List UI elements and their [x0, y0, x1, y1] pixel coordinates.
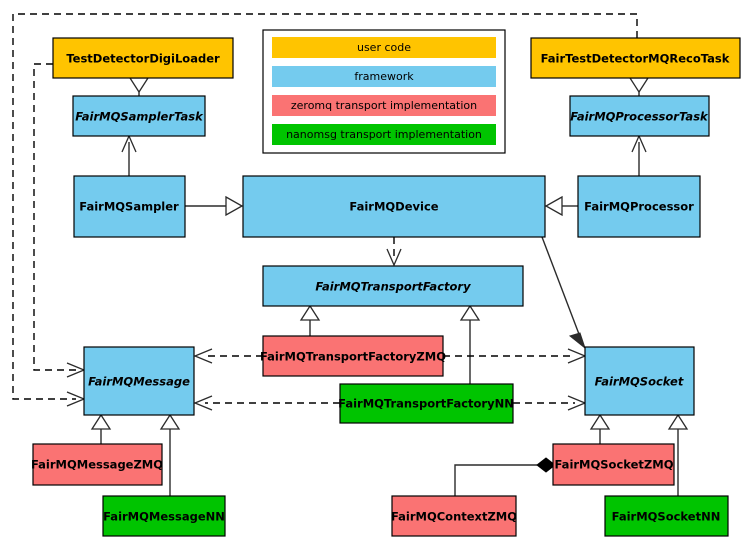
node-fairmqsocket[interactable]: FairMQSocket	[584, 346, 695, 416]
node-label: FairMQDevice	[349, 200, 438, 214]
node-fairmqsamplertask[interactable]: FairMQSamplerTask	[72, 95, 206, 137]
arrowhead-processor-to-device	[544, 195, 563, 217]
node-label: FairMQMessageNN	[103, 510, 225, 524]
node-label: FairTestDetectorMQRecoTask	[541, 52, 730, 66]
node-box[interactable]	[73, 175, 186, 238]
node-fairmqsocketnn[interactable]: FairMQSocketNN	[604, 495, 729, 537]
node-label: FairMQSamplerTask	[75, 110, 204, 124]
node-label: FairMQContextZMQ	[391, 510, 517, 524]
node-fairmqsocketzmq[interactable]: FairMQSocketZMQ	[552, 443, 675, 486]
legend-swatch	[272, 124, 496, 145]
node-box[interactable]	[530, 37, 741, 79]
node-label: FairMQTransportFactory	[315, 280, 471, 294]
arrowhead-device-to-socket	[568, 332, 587, 350]
node-box[interactable]	[604, 495, 729, 537]
arrowhead-messagezmq-to-message	[90, 413, 112, 430]
legend-item-zeromq: zeromq transport implementation	[272, 95, 496, 116]
arrowhead-socketnn-to-socket	[667, 413, 689, 430]
arrowhead-tfnn-to-transportfactory	[459, 304, 481, 321]
node-box[interactable]	[102, 495, 226, 537]
node-label: FairMQProcessor	[584, 200, 694, 214]
node-fairmqtransportfactorynn[interactable]: FairMQTransportFactoryNN	[338, 383, 514, 424]
node-label: FairMQProcessorTask	[570, 110, 709, 124]
node-fairmqmessagenn[interactable]: FairMQMessageNN	[102, 495, 226, 537]
node-label: TestDetectorDigiLoader	[66, 52, 220, 66]
node-box[interactable]	[83, 346, 195, 416]
node-label: FairMQTransportFactoryZMQ	[260, 350, 446, 364]
arrowhead-device-to-transportfactory	[386, 248, 402, 267]
node-layer: TestDetectorDigiLoader FairMQSamplerTask…	[31, 37, 741, 537]
node-label: FairMQSocketZMQ	[555, 458, 674, 472]
node-box[interactable]	[32, 443, 163, 486]
arrowhead-tfnn-to-message	[193, 395, 213, 411]
node-fairmqdevice[interactable]: FairMQDevice	[242, 175, 546, 238]
legend-item-user-code: user code	[272, 37, 496, 58]
edge-contextzmq-to-socketzmq	[454, 464, 537, 496]
arrowhead-tfzmq-to-transportfactory	[299, 304, 321, 321]
arrowhead-sampler-to-device	[225, 195, 244, 217]
node-box[interactable]	[52, 37, 234, 79]
node-box[interactable]	[339, 383, 514, 424]
legend-label: framework	[354, 70, 414, 83]
node-box[interactable]	[391, 495, 517, 537]
node-box[interactable]	[72, 95, 206, 137]
legend-label: zeromq transport implementation	[291, 99, 477, 112]
arrowhead-messagenn-to-message	[159, 413, 181, 430]
node-box[interactable]	[242, 175, 546, 238]
node-label: FairMQMessageZMQ	[31, 458, 163, 472]
edge-device-to-socket	[541, 236, 583, 343]
arrowhead-tfzmq-to-message	[193, 348, 213, 364]
node-fairmqprocessor[interactable]: FairMQProcessor	[577, 175, 701, 238]
node-box[interactable]	[577, 175, 701, 238]
node-testdetectordigiloader[interactable]: TestDetectorDigiLoader	[52, 37, 234, 79]
node-fairmqcontextzmq[interactable]: FairMQContextZMQ	[391, 495, 517, 537]
node-fairtestdetectormqrecotask[interactable]: FairTestDetectorMQRecoTask	[530, 37, 741, 79]
node-box[interactable]	[262, 335, 444, 377]
legend-swatch	[272, 37, 496, 58]
legend-label: user code	[357, 41, 411, 54]
node-label: FairMQMessage	[88, 375, 190, 389]
legend-swatch	[272, 95, 496, 116]
legend-label: nanomsg transport implementation	[286, 128, 482, 141]
legend: user code framework zeromq transport imp…	[262, 29, 506, 154]
node-label: FairMQSocket	[595, 375, 684, 389]
node-fairmqtransportfactory[interactable]: FairMQTransportFactory	[262, 265, 524, 307]
node-fairmqprocessortask[interactable]: FairMQProcessorTask	[569, 95, 710, 137]
node-fairmqmessage[interactable]: FairMQMessage	[83, 346, 195, 416]
legend-item-framework: framework	[272, 66, 496, 87]
node-fairmqtransportfactoryzmq[interactable]: FairMQTransportFactoryZMQ	[260, 335, 446, 377]
node-box[interactable]	[552, 443, 675, 486]
node-label: FairMQSampler	[79, 200, 179, 214]
node-label: FairMQSocketNN	[612, 510, 721, 524]
node-box[interactable]	[584, 346, 695, 416]
edge-digiloader-to-message	[33, 63, 76, 371]
node-box[interactable]	[262, 265, 524, 307]
node-box[interactable]	[569, 95, 710, 137]
legend-item-nanomsg: nanomsg transport implementation	[272, 124, 496, 145]
node-fairmqsampler[interactable]: FairMQSampler	[73, 175, 186, 238]
edge-recotask-to-message	[12, 13, 638, 400]
node-fairmqmessagezmq[interactable]: FairMQMessageZMQ	[31, 443, 163, 486]
legend-swatch	[272, 66, 496, 87]
node-label: FairMQTransportFactoryNN	[338, 397, 514, 411]
arrowhead-socketzmq-to-socket	[589, 413, 611, 430]
